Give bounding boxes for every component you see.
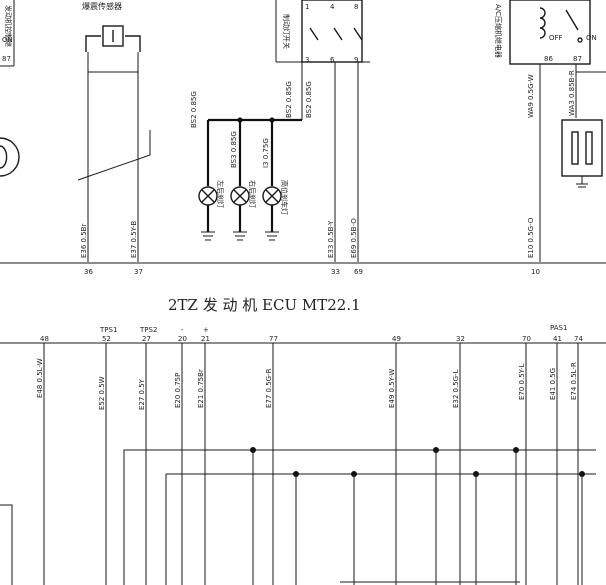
knock-sensor-body — [102, 25, 124, 47]
svg-text:E69 0.5B-O: E69 0.5B-O — [350, 218, 358, 258]
bus-upper — [123, 449, 596, 585]
lamp-high-icon — [262, 186, 282, 206]
relay-pin-87: 87 — [2, 55, 11, 63]
svg-text:74: 74 — [574, 335, 583, 343]
svg-text:33: 33 — [331, 268, 340, 276]
svg-text:+: + — [203, 326, 209, 334]
svg-text:48: 48 — [40, 335, 49, 343]
svg-text:TPS2: TPS2 — [139, 326, 157, 334]
svg-text:E49 0.5Y-W: E49 0.5Y-W — [388, 369, 396, 408]
ac-relay-body — [509, 0, 591, 65]
engine-ctrl-relay-label: 发动机控制继 — [4, 5, 13, 47]
svg-text:E27 0.5Y: E27 0.5Y — [138, 378, 146, 410]
svg-text:69: 69 — [354, 268, 363, 276]
svg-text:E41 0.5G: E41 0.5G — [549, 368, 557, 400]
svg-text:32: 32 — [456, 335, 465, 343]
svg-text:E70 0.5Y-L: E70 0.5Y-L — [518, 363, 526, 400]
lamp-right-icon — [230, 186, 250, 206]
svg-text:36: 36 — [84, 268, 93, 276]
lamp-left-label: 左后刹灯 — [216, 180, 225, 208]
svg-text:I3 0.75G: I3 0.75G — [262, 138, 270, 168]
svg-text:ON: ON — [586, 34, 597, 42]
ac-compressor-clutch — [561, 119, 603, 177]
lamp-right-label: 右后刹灯 — [248, 180, 257, 208]
svg-text:BS3 0.85G: BS3 0.85G — [230, 131, 238, 168]
svg-text:70: 70 — [522, 335, 531, 343]
brake-switch-body — [301, 0, 363, 63]
svg-text:E36 0.5Br: E36 0.5Br — [80, 224, 88, 258]
svg-text:E74 0.5L-R: E74 0.5L-R — [570, 362, 578, 400]
coil-symbol — [0, 137, 20, 177]
svg-text:9: 9 — [354, 56, 358, 64]
coil-symbol-inner — [0, 145, 8, 169]
svg-text:E32 0.5G-L: E32 0.5G-L — [452, 369, 460, 408]
ground-icon — [576, 176, 588, 188]
ac-relay-coil — [539, 7, 546, 39]
svg-text:E21 0.75Br: E21 0.75Br — [197, 369, 205, 408]
ac-relay-label: A/C压缩机继电器 — [494, 4, 503, 58]
svg-text:87: 87 — [573, 55, 582, 63]
svg-text:BS2 0.85G: BS2 0.85G — [190, 91, 198, 128]
shield-line — [77, 154, 151, 181]
knock-sensor-symbol — [85, 35, 141, 52]
ground-icon — [265, 205, 279, 241]
svg-text:E33 0.5B-Y: E33 0.5B-Y — [327, 220, 335, 258]
brake-switch-label: 制动灯开关 — [282, 14, 291, 49]
svg-text:PAS1: PAS1 — [550, 324, 567, 332]
svg-text:1: 1 — [305, 3, 309, 11]
svg-text:OFF: OFF — [549, 34, 563, 42]
svg-text:BS2 0.85G: BS2 0.85G — [305, 81, 313, 118]
ecu-title: 2TZ 发 动 机 ECU MT22.1 — [168, 296, 361, 314]
svg-text:WA3 0.85B-R: WA3 0.85B-R — [568, 70, 576, 116]
svg-text:8: 8 — [354, 3, 358, 11]
svg-text:41: 41 — [553, 335, 562, 343]
svg-text:BS2 0.85G: BS2 0.85G — [285, 81, 293, 118]
cropped-component-edge — [0, 504, 13, 585]
svg-text:TPS1: TPS1 — [99, 326, 117, 334]
svg-text:4: 4 — [330, 3, 335, 11]
ground-icon — [233, 205, 247, 241]
svg-text:E20 0.75P: E20 0.75P — [174, 373, 182, 408]
svg-text:E48 0.5L-W: E48 0.5L-W — [36, 358, 44, 398]
svg-text:37: 37 — [134, 268, 143, 276]
svg-text:E52 0.5W: E52 0.5W — [98, 376, 106, 410]
lamp-high-label: 高位刹车灯 — [280, 180, 289, 215]
svg-text:E77 0.5G-R: E77 0.5G-R — [265, 368, 273, 408]
ground-icon — [201, 205, 215, 241]
lamp-left-icon — [198, 186, 218, 206]
svg-text:86: 86 — [544, 55, 553, 63]
relay-on-label: ON — [2, 36, 13, 44]
svg-text:77: 77 — [269, 335, 278, 343]
svg-text:-: - — [181, 326, 184, 334]
svg-text:10: 10 — [531, 268, 540, 276]
svg-text:6: 6 — [330, 56, 335, 64]
brake-switch-contacts — [309, 27, 363, 41]
knock-sensor-label: 爆震传感器 — [82, 1, 122, 11]
svg-text:E10 0.5G-O: E10 0.5G-O — [527, 217, 535, 258]
svg-text:3: 3 — [305, 56, 309, 64]
svg-text:49: 49 — [392, 335, 401, 343]
svg-text:20: 20 — [178, 335, 187, 343]
svg-text:21: 21 — [201, 335, 210, 343]
svg-text:27: 27 — [142, 335, 151, 343]
svg-text:E37 0.5Y-B: E37 0.5Y-B — [130, 221, 138, 258]
svg-text:WA9 0.5G-W: WA9 0.5G-W — [527, 74, 535, 118]
ac-relay-contact — [565, 9, 579, 31]
svg-text:52: 52 — [102, 335, 111, 343]
